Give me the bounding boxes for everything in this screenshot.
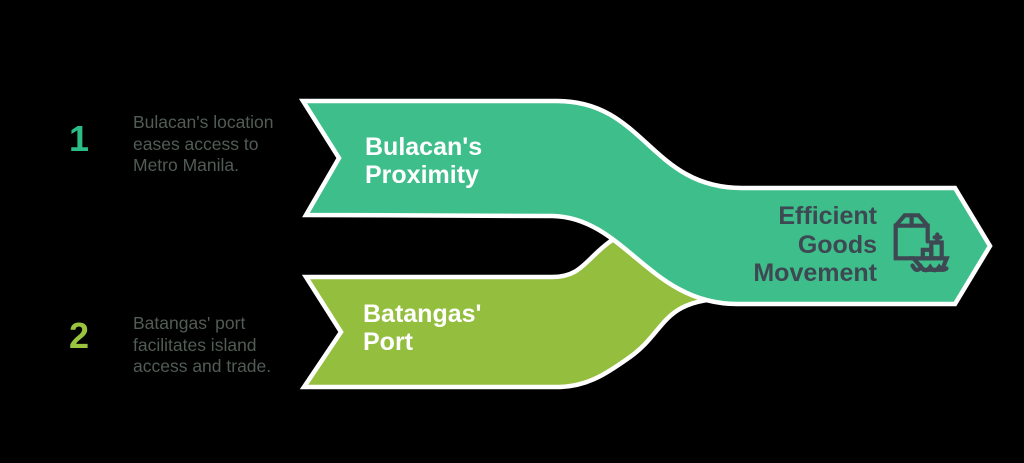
- result-label-line-2: Goods: [797, 230, 877, 259]
- step-1-desc-line-3: Metro Manila.: [133, 155, 240, 175]
- batangas-ribbon-label-line-2: Port: [363, 328, 413, 356]
- bulacan-ribbon-label-line-2: Proximity: [365, 161, 479, 189]
- step-1-desc-line-2: eases access to: [133, 133, 259, 154]
- step-1-number: 1: [68, 118, 90, 159]
- wave-icon: [910, 263, 949, 273]
- package-and-cargo-ship-icon: [893, 213, 950, 273]
- step-2-desc-line-2: facilitates island: [133, 334, 257, 355]
- step-2-desc-line-1: Batangas' port: [133, 313, 246, 333]
- step-1-description: Bulacan's location eases access to Metro…: [133, 112, 308, 177]
- bulacan-merged-ribbon-shape: [298, 98, 993, 307]
- result-label-line-1: Efficient: [778, 202, 877, 230]
- result-label: Efficient Goods Movement: [650, 202, 877, 288]
- bulacan-ribbon-label-line-1: Bulacan's: [365, 133, 483, 161]
- result-label-line-3: Movement: [753, 259, 877, 288]
- batangas-ribbon-label: Batangas' Port: [363, 300, 481, 356]
- package-box-icon: [893, 213, 930, 261]
- step-2-desc-line-3: access and trade.: [133, 356, 272, 376]
- step-2-description: Batangas' port facilitates island access…: [133, 313, 308, 378]
- batangas-ribbon-label-line-1: Batangas': [363, 300, 482, 328]
- step-2-number: 2: [68, 315, 90, 356]
- step-1-desc-line-1: Bulacan's location: [133, 112, 274, 132]
- bulacan-ribbon-label: Bulacan's Proximity: [365, 133, 482, 189]
